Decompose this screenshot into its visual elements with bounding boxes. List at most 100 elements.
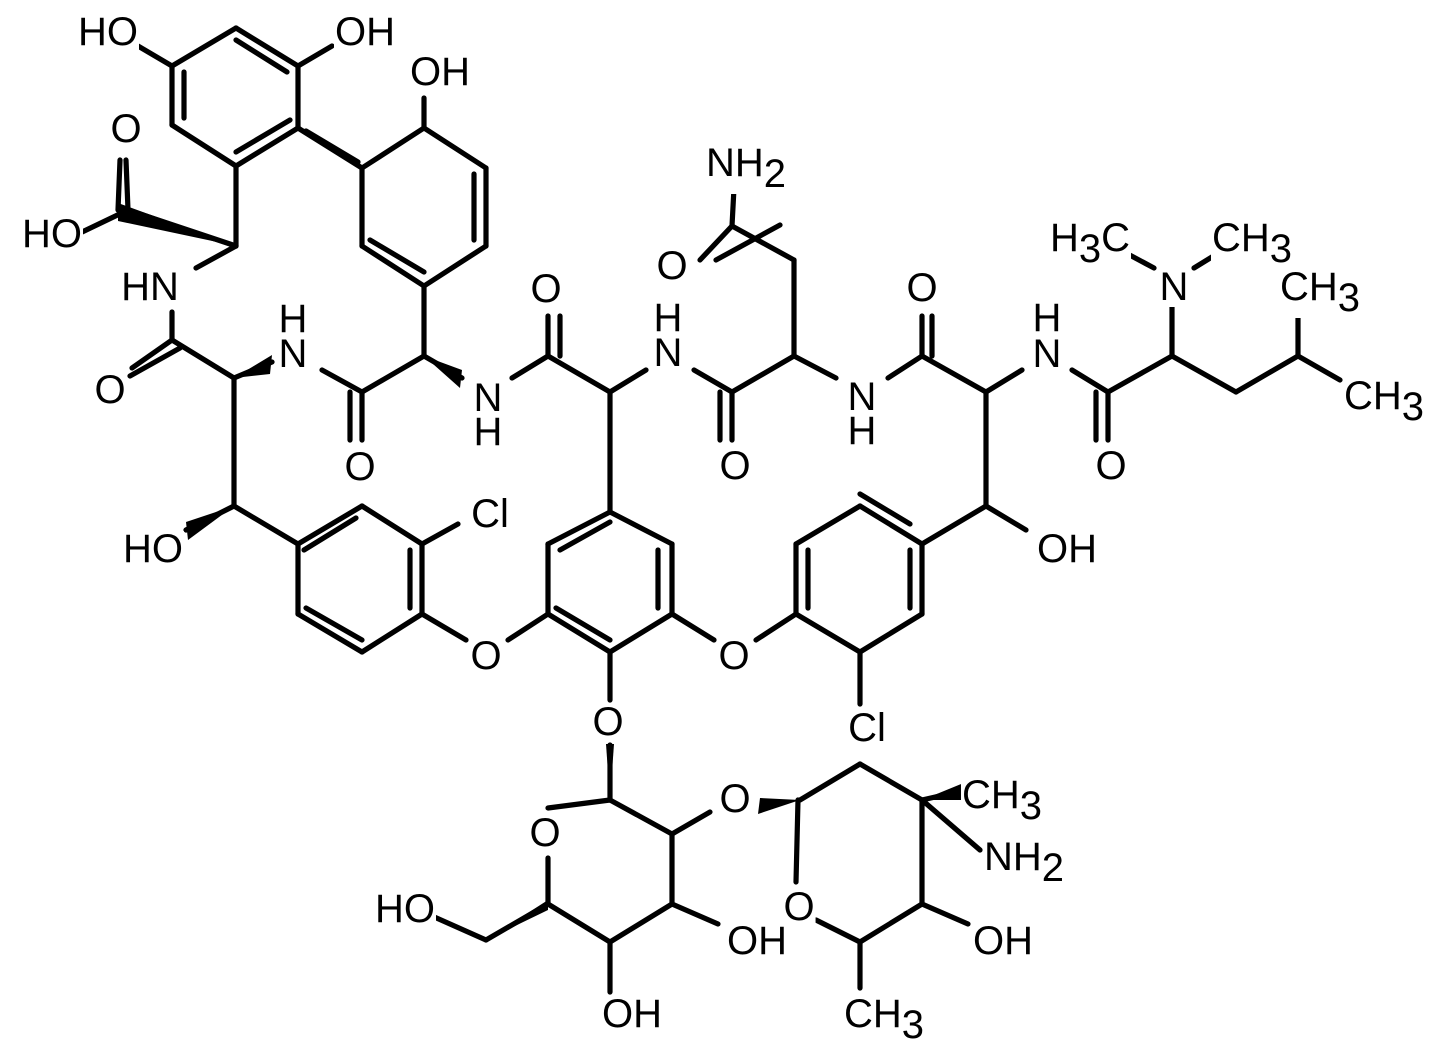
atom-label-mask [652, 335, 684, 373]
atom-label-n-methyl-right: CH3 [1212, 216, 1292, 271]
bond-line [301, 515, 359, 553]
bond-line [193, 243, 239, 271]
bond-line [169, 25, 239, 69]
atom-label-mask [1094, 448, 1128, 486]
bond-line [419, 521, 461, 547]
atom-label-ho-top-left: HO [78, 10, 138, 54]
bond-line [857, 491, 913, 527]
atom-label-sugar-terminal-ch3: CH3 [844, 992, 924, 1047]
wedge-bond [186, 506, 234, 540]
bond-line [983, 503, 1029, 533]
bond-line [669, 901, 721, 927]
atom-label-mask [374, 891, 436, 929]
atom-label-oh-top-right: OH [410, 50, 470, 94]
bond-line [919, 503, 989, 547]
bond-line [123, 157, 131, 213]
atom-label-interglycosidic-o: O [719, 777, 750, 821]
bond-line [295, 611, 365, 655]
atom-label-mask [1210, 220, 1294, 269]
bond-line [319, 367, 365, 395]
bond-line [797, 761, 863, 803]
bond-line [857, 611, 925, 655]
bond-line [545, 353, 613, 395]
atom-label-acid-ho: HO [22, 212, 82, 256]
bond-line [1233, 353, 1301, 395]
atom-label-mask [109, 111, 143, 149]
bond-line [233, 37, 290, 75]
atom-label-amino-sugar-ring-o: O [783, 885, 814, 929]
atom-label-mask [1031, 300, 1063, 338]
wedge-bond [424, 356, 462, 388]
atom-label-mask [972, 923, 1034, 961]
bond-line [729, 353, 797, 395]
bond-line [607, 509, 675, 547]
atom-label-amide-o-2: O [344, 445, 375, 489]
wedge-bond [758, 798, 800, 814]
bond-line [115, 157, 123, 213]
bond-line [1069, 367, 1111, 395]
bond-line [303, 128, 361, 165]
bond-line [429, 913, 489, 943]
bond-line [359, 353, 427, 395]
bond-line [359, 243, 427, 289]
atom-label-mask [1036, 531, 1098, 569]
bond-line [545, 611, 613, 655]
bond-line [729, 185, 737, 229]
bond-line [169, 122, 239, 169]
atom-label-amide-o-5: O [906, 266, 937, 310]
atom-label-nh-4-n: N [654, 331, 683, 375]
wedge-bond [118, 203, 236, 246]
atom-label-nh-2-n: N [279, 332, 308, 376]
atom-label-amide-o-6: O [1095, 444, 1126, 488]
bond-line [127, 345, 183, 379]
bond-line [419, 611, 469, 643]
atom-label-mask [472, 380, 504, 418]
bond-line [857, 761, 925, 803]
bond-line [983, 367, 1025, 395]
atom-label-mask [1158, 269, 1190, 307]
atom-label-mask [528, 815, 562, 853]
atom-label-acid-carbonyl-o: O [110, 107, 141, 151]
atom-label-n-methyl-left: H3C [1050, 216, 1130, 271]
bond-line [607, 367, 649, 395]
atom-label-mask [718, 781, 752, 819]
atom-label-nh-5-h: H [848, 409, 877, 453]
atom-label-nh-4-h: H [654, 296, 683, 340]
wedge-bond [606, 744, 614, 800]
bond-line [669, 611, 717, 643]
atom-label-mask [905, 270, 939, 308]
atom-label-oh-right-hydroxy: OH [1037, 527, 1097, 571]
bond-line [129, 337, 175, 371]
atom-label-glycoside-o: O [592, 700, 623, 744]
atom-label-mask [842, 996, 926, 1045]
atom-label-mask [1048, 220, 1132, 269]
bond-line [295, 43, 335, 69]
wedge-bond [922, 782, 968, 800]
atom-label-mask [334, 14, 396, 52]
bond-line [857, 901, 925, 945]
atom-label-mask [122, 531, 184, 569]
atom-label-glucose-oh-4: OH [602, 992, 662, 1036]
atom-label-nh-6-h: H [1033, 296, 1062, 340]
atom-label-nh-6-n: N [1033, 332, 1062, 376]
atom-label-mask [21, 216, 83, 254]
atom-label-amide-o-3: O [530, 267, 561, 311]
atom-label-mask [652, 300, 684, 338]
atom-label-nh-5-n: N [848, 375, 877, 419]
bond-line [231, 503, 301, 547]
atom-label-amide-o-1: O [94, 368, 125, 412]
atom-label-leucine-ch3-lower: CH3 [1344, 374, 1424, 429]
bond-line [729, 223, 797, 263]
atom-label-side-chain-o: O [656, 244, 687, 288]
atom-label-mask [1031, 336, 1063, 374]
bond-line [553, 605, 613, 643]
bond-line [421, 125, 489, 171]
bond-line [793, 797, 801, 885]
bond-line [793, 611, 863, 655]
bond-line [359, 611, 425, 655]
atom-label-mask [529, 271, 563, 309]
atom-label-cl-right: Cl [848, 706, 886, 750]
atom-label-glucose-oh-3: OH [727, 919, 787, 963]
